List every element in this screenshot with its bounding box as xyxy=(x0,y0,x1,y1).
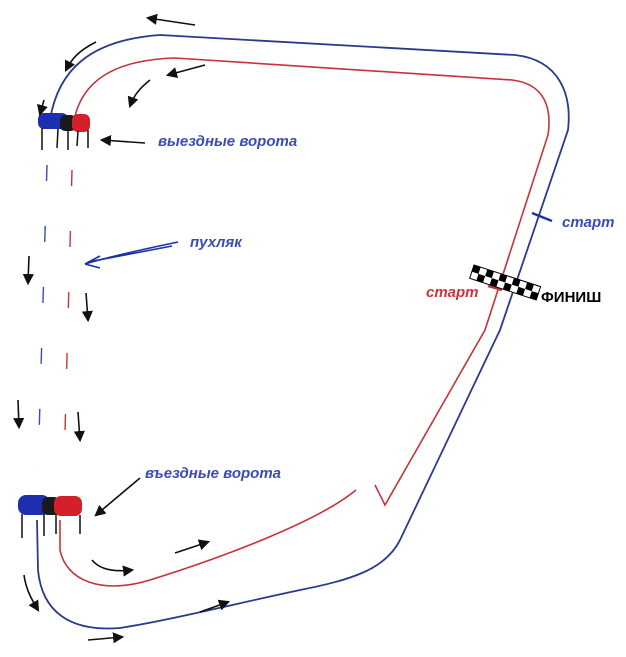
pukhlyak-pointer xyxy=(84,241,179,269)
blue-dashed-guide xyxy=(37,164,48,471)
gate-post-icon xyxy=(38,113,90,150)
blue-track-line xyxy=(36,34,570,630)
direction-arrow-icon xyxy=(127,79,151,109)
direction-arrow-icon xyxy=(94,477,141,517)
direction-arrow-icon xyxy=(99,135,146,147)
finish-label: ФИНИШ xyxy=(541,289,601,306)
blue-start-label: старт xyxy=(562,214,615,231)
direction-arrow-icon xyxy=(81,292,93,323)
direction-arrow-icon xyxy=(73,411,85,443)
blue-start-marker xyxy=(531,211,553,223)
direction-arrow-icon xyxy=(64,41,97,73)
direction-arrow-icon xyxy=(145,13,196,26)
entry-gates-label: въездные ворота xyxy=(145,465,281,482)
red-start-label: старт xyxy=(426,284,479,301)
red-dashed-guide xyxy=(63,169,73,471)
direction-arrow-icon xyxy=(174,539,211,554)
exit-gates-label: выездные ворота xyxy=(158,133,297,150)
exit-gates xyxy=(38,113,90,150)
direction-arrow-icon xyxy=(199,599,231,613)
direction-arrow-icon xyxy=(22,255,34,286)
pukhlyak-label: пухляк xyxy=(190,234,243,251)
checkered-flag-icon xyxy=(469,264,542,301)
direction-arrows xyxy=(13,13,231,644)
entry-gates xyxy=(18,495,82,538)
direction-arrow-icon xyxy=(91,559,135,577)
direction-arrow-icon xyxy=(165,64,206,79)
gate-post-icon xyxy=(18,495,82,538)
direction-arrow-icon xyxy=(23,574,40,612)
red-start-marker xyxy=(487,284,503,292)
direction-arrow-icon xyxy=(37,99,48,117)
red-track-line xyxy=(59,57,550,587)
direction-arrow-icon xyxy=(87,632,125,644)
direction-arrow-icon xyxy=(13,399,25,430)
